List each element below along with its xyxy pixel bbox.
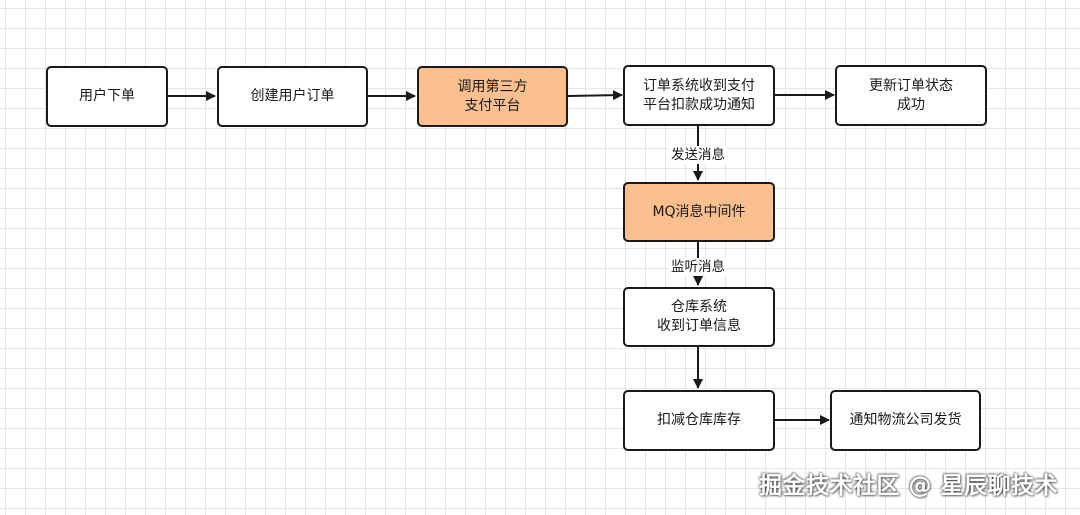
node-notify-logistics: 通知物流公司发货: [830, 390, 981, 451]
node-warehouse-receive: 仓库系统 收到订单信息: [623, 287, 775, 347]
node-call-payment: 调用第三方 支付平台: [417, 66, 568, 127]
watermark: 掘金技术社区 @ 星辰聊技术: [758, 473, 1058, 499]
edge-payment-to-order-receive: [567, 90, 623, 101]
node-deduct-stock: 扣减仓库库存: [623, 390, 775, 451]
node-mq: MQ消息中间件: [623, 182, 775, 242]
edge-label-listen-message: 监听消息: [669, 258, 727, 276]
edge-label-send-message: 发送消息: [669, 146, 727, 164]
node-create-order: 创建用户订单: [217, 66, 368, 127]
node-user-order: 用户下单: [46, 66, 168, 127]
node-update-status: 更新订单状态 成功: [835, 65, 987, 126]
node-order-receive: 订单系统收到支付 平台扣款成功通知: [623, 65, 775, 126]
